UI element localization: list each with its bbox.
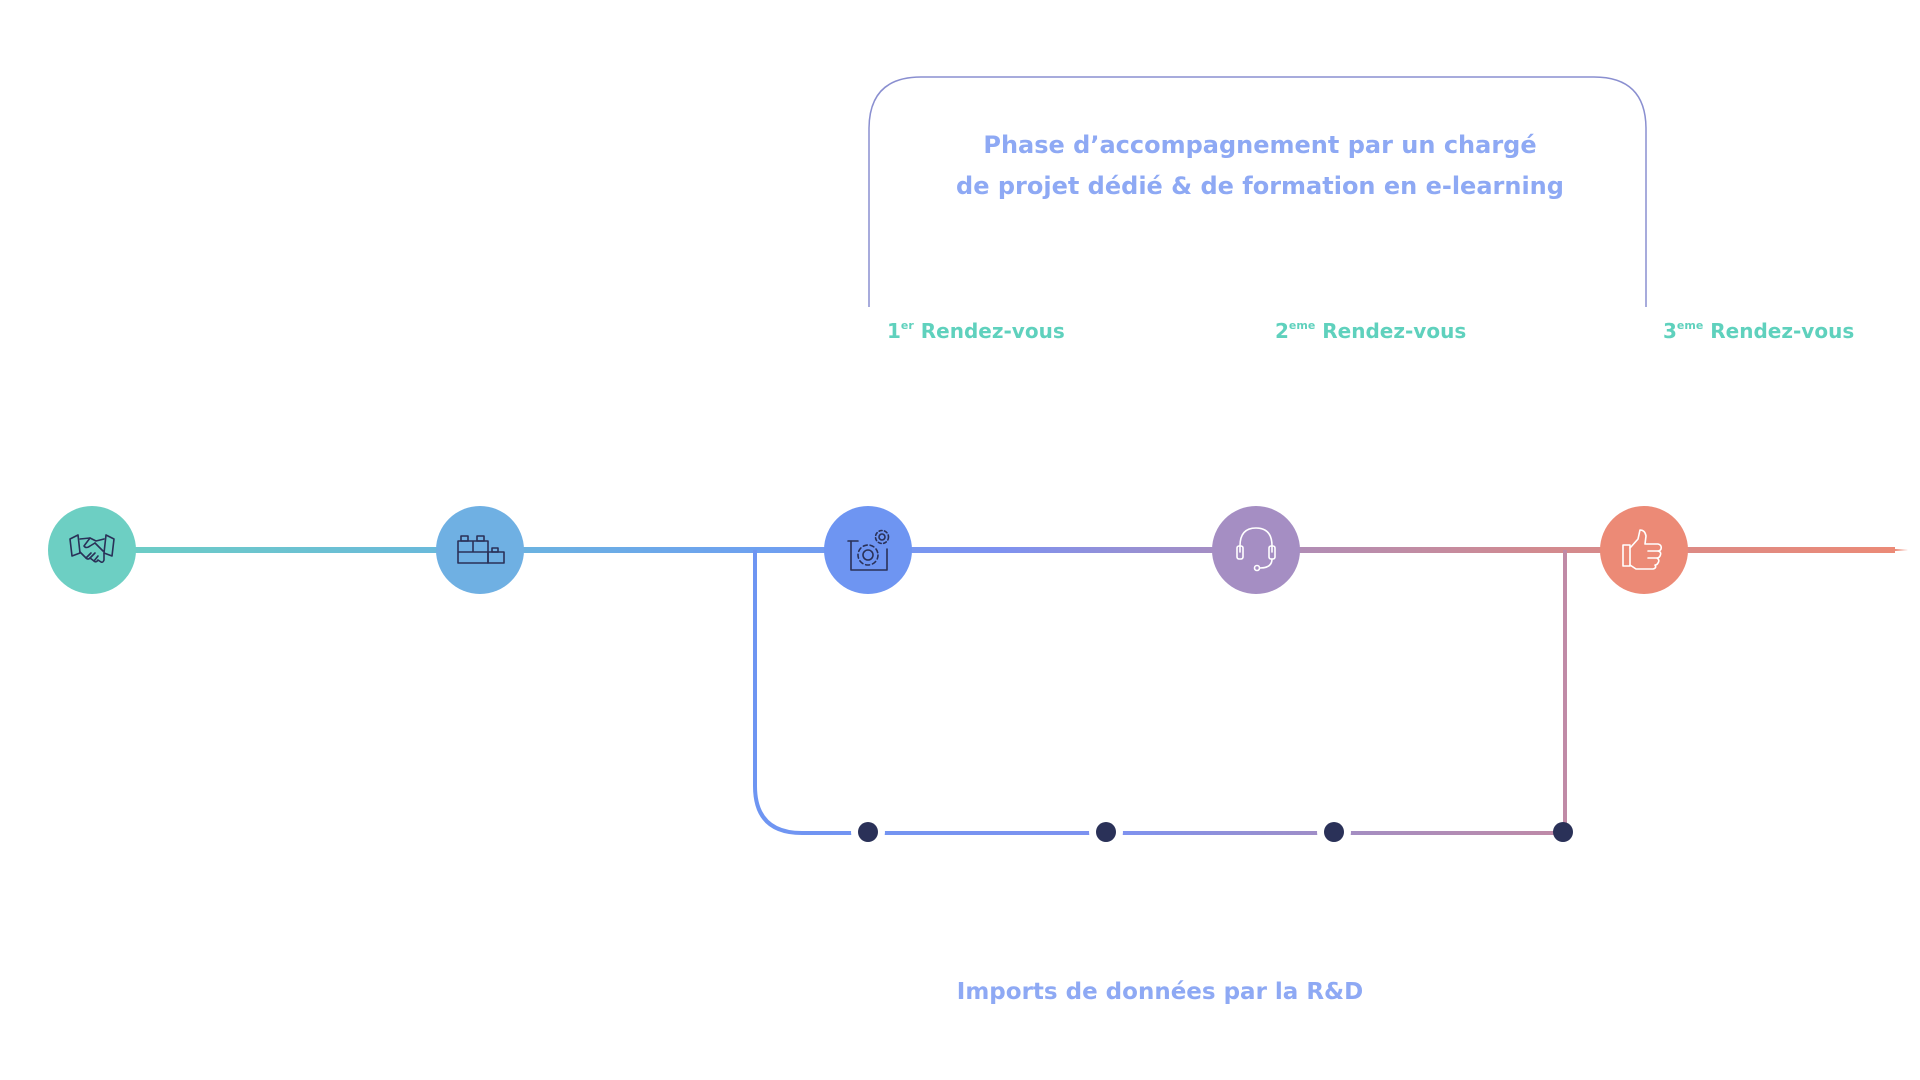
- rendezvous-1-number: 1: [887, 319, 901, 343]
- headset-icon: [1236, 527, 1276, 572]
- rendezvous-1-label: 1er Rendez-vous: [887, 319, 1065, 343]
- step-3-node: [824, 506, 912, 594]
- rendezvous-3-number: 3: [1663, 319, 1677, 343]
- step-1-node: [48, 506, 136, 594]
- lower-milestone-1: [851, 815, 885, 849]
- phase-title: Phase d’accompagnement par un chargé de …: [870, 125, 1650, 207]
- rendezvous-3-label: 3eme Rendez-vous: [1663, 319, 1854, 343]
- building-blocks-icon: [457, 535, 505, 564]
- handshake-icon: [69, 534, 115, 564]
- step-5-node: [1600, 506, 1688, 594]
- settings-gear-icon: [847, 529, 890, 571]
- rendezvous-2-number: 2: [1275, 319, 1289, 343]
- thumbs-up-icon: [1622, 529, 1662, 570]
- lower-milestone-3: [1317, 815, 1351, 849]
- rendezvous-2-label: 2eme Rendez-vous: [1275, 319, 1466, 343]
- phase-bracket: [868, 76, 1647, 307]
- step-2-node: [436, 506, 524, 594]
- rendezvous-2-suffix: eme: [1288, 319, 1316, 332]
- rendezvous-3-suffix: eme: [1676, 319, 1704, 332]
- rendezvous-1-text: Rendez-vous: [920, 319, 1065, 343]
- phase-title-line-1: Phase d’accompagnement par un chargé: [983, 131, 1537, 159]
- rendezvous-3-text: Rendez-vous: [1710, 319, 1855, 343]
- lower-milestone-4: [1553, 822, 1573, 842]
- lower-milestone-2: [1089, 815, 1123, 849]
- phase-title-line-2: de projet dédié & de formation en e-lear…: [956, 172, 1564, 200]
- rendezvous-2-text: Rendez-vous: [1322, 319, 1467, 343]
- step-4-node: [1212, 506, 1300, 594]
- rendezvous-1-suffix: er: [900, 319, 914, 332]
- lower-branch-line: [753, 550, 1565, 835]
- imports-label: Imports de données par la R&D: [956, 979, 1364, 1005]
